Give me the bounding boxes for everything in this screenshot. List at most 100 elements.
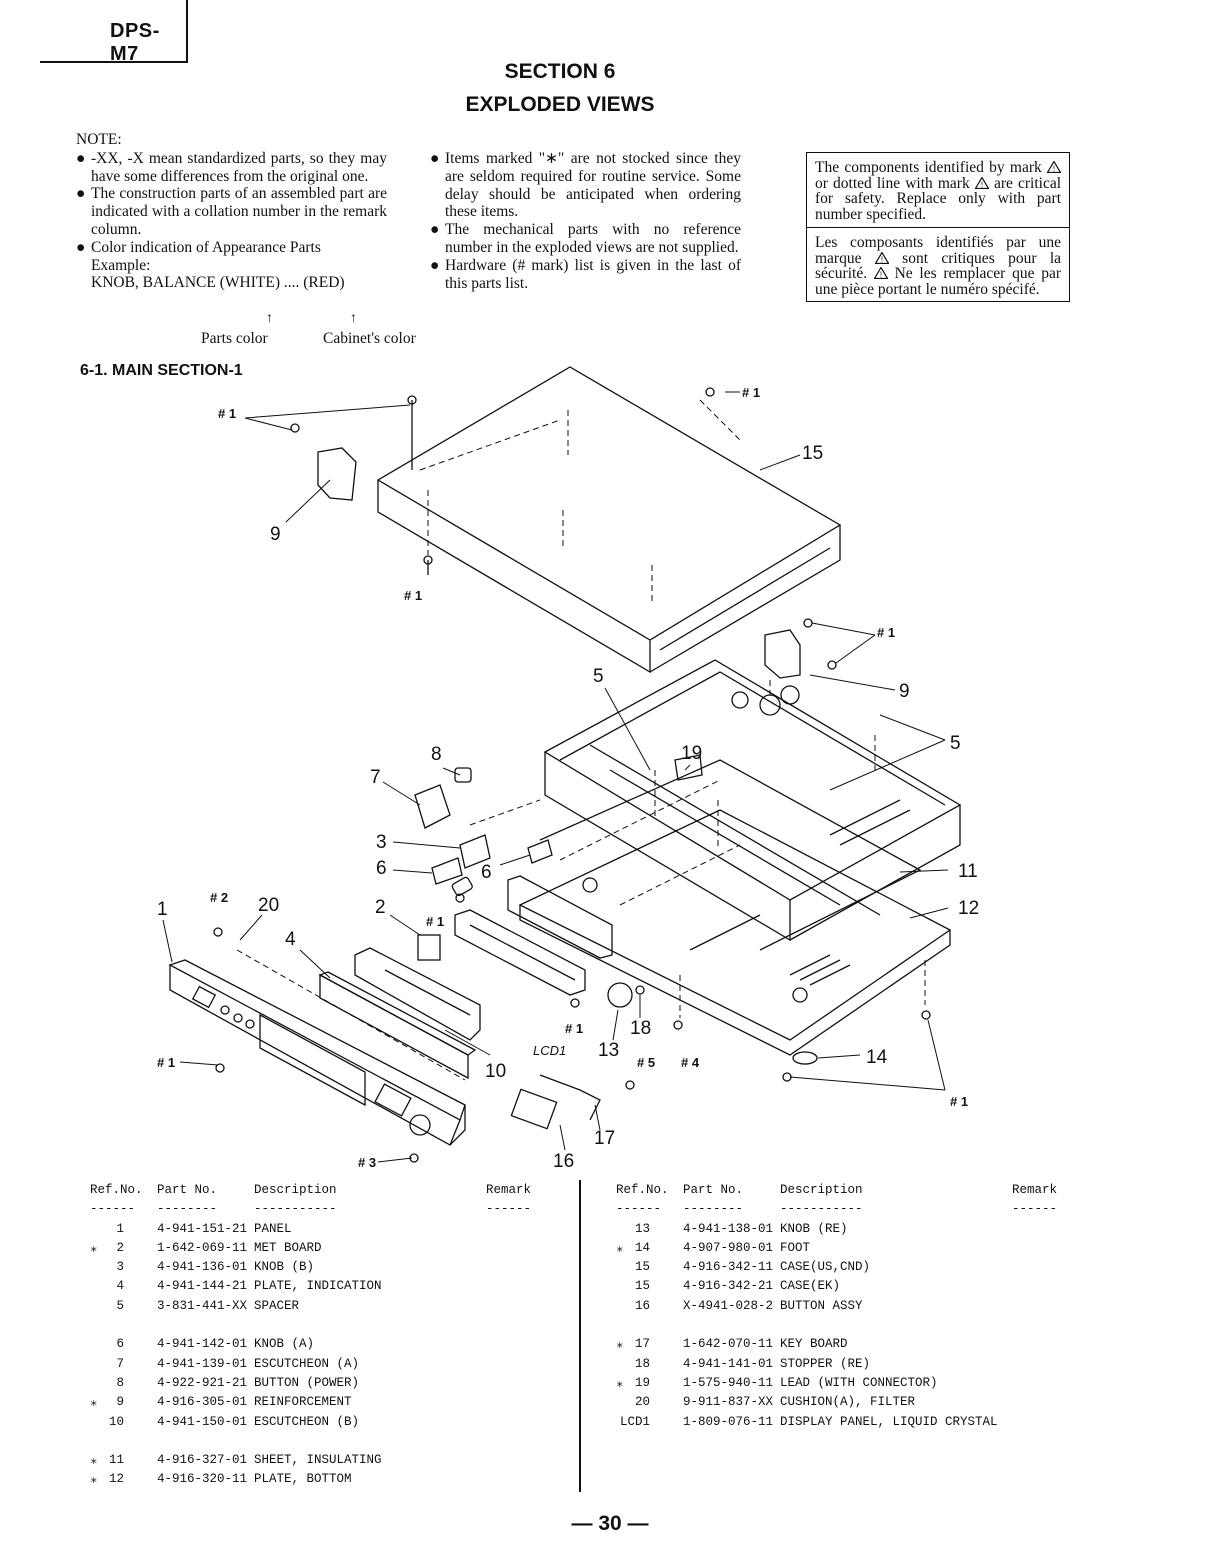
hardware-label: # 1: [404, 588, 422, 603]
parts-table-right: Ref.No. Part No. Description Remark ----…: [616, 1183, 1066, 1434]
row-spacer: [90, 1434, 560, 1453]
column-header: Description: [780, 1183, 863, 1197]
ref-label: 4: [285, 929, 296, 950]
description-cell: BUTTON (POWER): [254, 1375, 360, 1390]
note-text: Hardware (# mark) list is given in the l…: [445, 256, 741, 292]
front-panel: [168, 959, 466, 1146]
note-text: -XX, -X mean standardized parts, so they…: [91, 149, 387, 185]
ref-no-cell: 15: [634, 1279, 650, 1294]
header-rule: ------: [90, 1202, 136, 1217]
column-header: Remark: [1012, 1183, 1058, 1197]
part-no-cell: 4-941-150-01: [157, 1414, 248, 1429]
ref-label: 15: [802, 443, 823, 464]
lead-connector: [674, 754, 703, 781]
hardware-label: # 1: [950, 1094, 968, 1109]
escutcheon-a: [414, 784, 451, 829]
caution-text: are critical for safety.: [815, 174, 1062, 207]
ref-label: 17: [594, 1128, 615, 1149]
caution-text: Ne les remplacer que par une pièce porta…: [815, 265, 1061, 298]
ref-label: 20: [258, 895, 279, 916]
unstocked-mark: ∗: [616, 1339, 624, 1354]
bullet-icon: ●: [76, 185, 86, 203]
ref-no-cell: 1: [116, 1221, 124, 1236]
description-cell: MET BOARD: [254, 1240, 322, 1255]
assembly-lines: [236, 399, 926, 1081]
reinforcement-right: [764, 629, 801, 679]
foot: [792, 1051, 818, 1065]
hardware-label: # 1: [742, 385, 760, 400]
note-item: ●Hardware (# mark) list is given in the …: [430, 257, 741, 293]
ref-label: 6: [481, 862, 492, 883]
part-no-cell: X-4941-028-2: [683, 1298, 774, 1313]
part-no-cell: 3-831-441-XX: [157, 1298, 248, 1313]
bullet-icon: ●: [430, 221, 440, 239]
caution-text: or dotted line with mark: [815, 174, 970, 192]
caution-english: The components identified by mark ! or d…: [807, 153, 1069, 228]
ref-label: 6: [376, 858, 387, 879]
example-line: KNOB, BALANCE (WHITE) .... (RED): [91, 274, 345, 292]
note-text: Items marked "∗" are not stocked since t…: [445, 150, 741, 221]
description-cell: CUSHION(A), FILTER: [780, 1395, 916, 1410]
model-number: DPS-M7: [110, 20, 160, 65]
ref-no-cell: 20: [634, 1395, 650, 1410]
ref-no-cell: 5: [116, 1298, 124, 1313]
ref-label: 2: [375, 897, 386, 918]
caution-text: sont critiques pour la sécurité.: [815, 249, 1062, 282]
ref-label: 12: [958, 898, 979, 919]
ref-no-cell: 4: [116, 1279, 124, 1294]
bottom-plate: [518, 809, 952, 1056]
description-cell: ESCUTCHEON (B): [254, 1414, 360, 1429]
bullet-icon: ●: [430, 150, 440, 167]
header-rule: ------: [486, 1202, 532, 1217]
part-no-cell: 4-916-320-11: [157, 1472, 248, 1487]
ref-no-cell: LCD1: [619, 1414, 650, 1429]
description-cell: KNOB (RE): [780, 1221, 848, 1236]
part-no-cell: 4-922-921-21: [157, 1375, 248, 1390]
ref-no-cell: 16: [634, 1298, 650, 1313]
part-no-cell: 4-941-142-01: [157, 1337, 248, 1352]
table-header-rule: ------ -------- ----------- ------: [616, 1202, 1066, 1221]
svg-text:!: !: [881, 255, 883, 264]
page-number: — 30 —: [571, 1512, 649, 1535]
insulating-sheet: [539, 759, 922, 951]
unstocked-mark: ∗: [90, 1474, 98, 1489]
met-board: [417, 934, 441, 961]
header-rule: ------: [1012, 1202, 1058, 1217]
table-row: 10 4-941-150-01 ESCUTCHEON (B): [90, 1415, 560, 1434]
ref-no-cell: 17: [634, 1337, 650, 1352]
ref-no-cell: 10: [108, 1414, 124, 1429]
column-header: Part No.: [683, 1183, 744, 1197]
part-no-cell: 4-916-305-01: [157, 1395, 248, 1410]
hardware-label: # 4: [681, 1055, 700, 1070]
ref-label: 7: [370, 767, 381, 788]
description-cell: KEY BOARD: [780, 1337, 848, 1352]
part-no-cell: 1-642-069-11: [157, 1240, 248, 1255]
note-item: ● Items marked "∗" are not stocked since …: [430, 150, 741, 221]
ref-label: 18: [630, 1018, 651, 1039]
ref-no-cell: 13: [634, 1221, 650, 1236]
parts-table-left: Ref.No. Part No. Description Remark ----…: [90, 1183, 560, 1492]
column-header: Remark: [486, 1183, 532, 1197]
hardware-label: # 1: [565, 1021, 583, 1036]
indication-plate: [318, 971, 477, 1080]
ref-label: 11: [958, 861, 978, 882]
notes-left: NOTE: ●-XX, -X mean standardized parts, …: [76, 131, 387, 292]
note-text: Color indication of Appearance Parts: [91, 238, 321, 256]
ref-no-cell: 14: [634, 1240, 650, 1255]
description-cell: BUTTON ASSY: [780, 1298, 863, 1313]
up-arrow-icon: ↑: [350, 311, 357, 326]
section-number: SECTION 6: [504, 60, 616, 83]
ref-label: 16: [553, 1151, 574, 1172]
column-header: Part No.: [157, 1183, 218, 1197]
key-board: [539, 1074, 601, 1121]
ref-no-cell: 3: [116, 1260, 124, 1275]
